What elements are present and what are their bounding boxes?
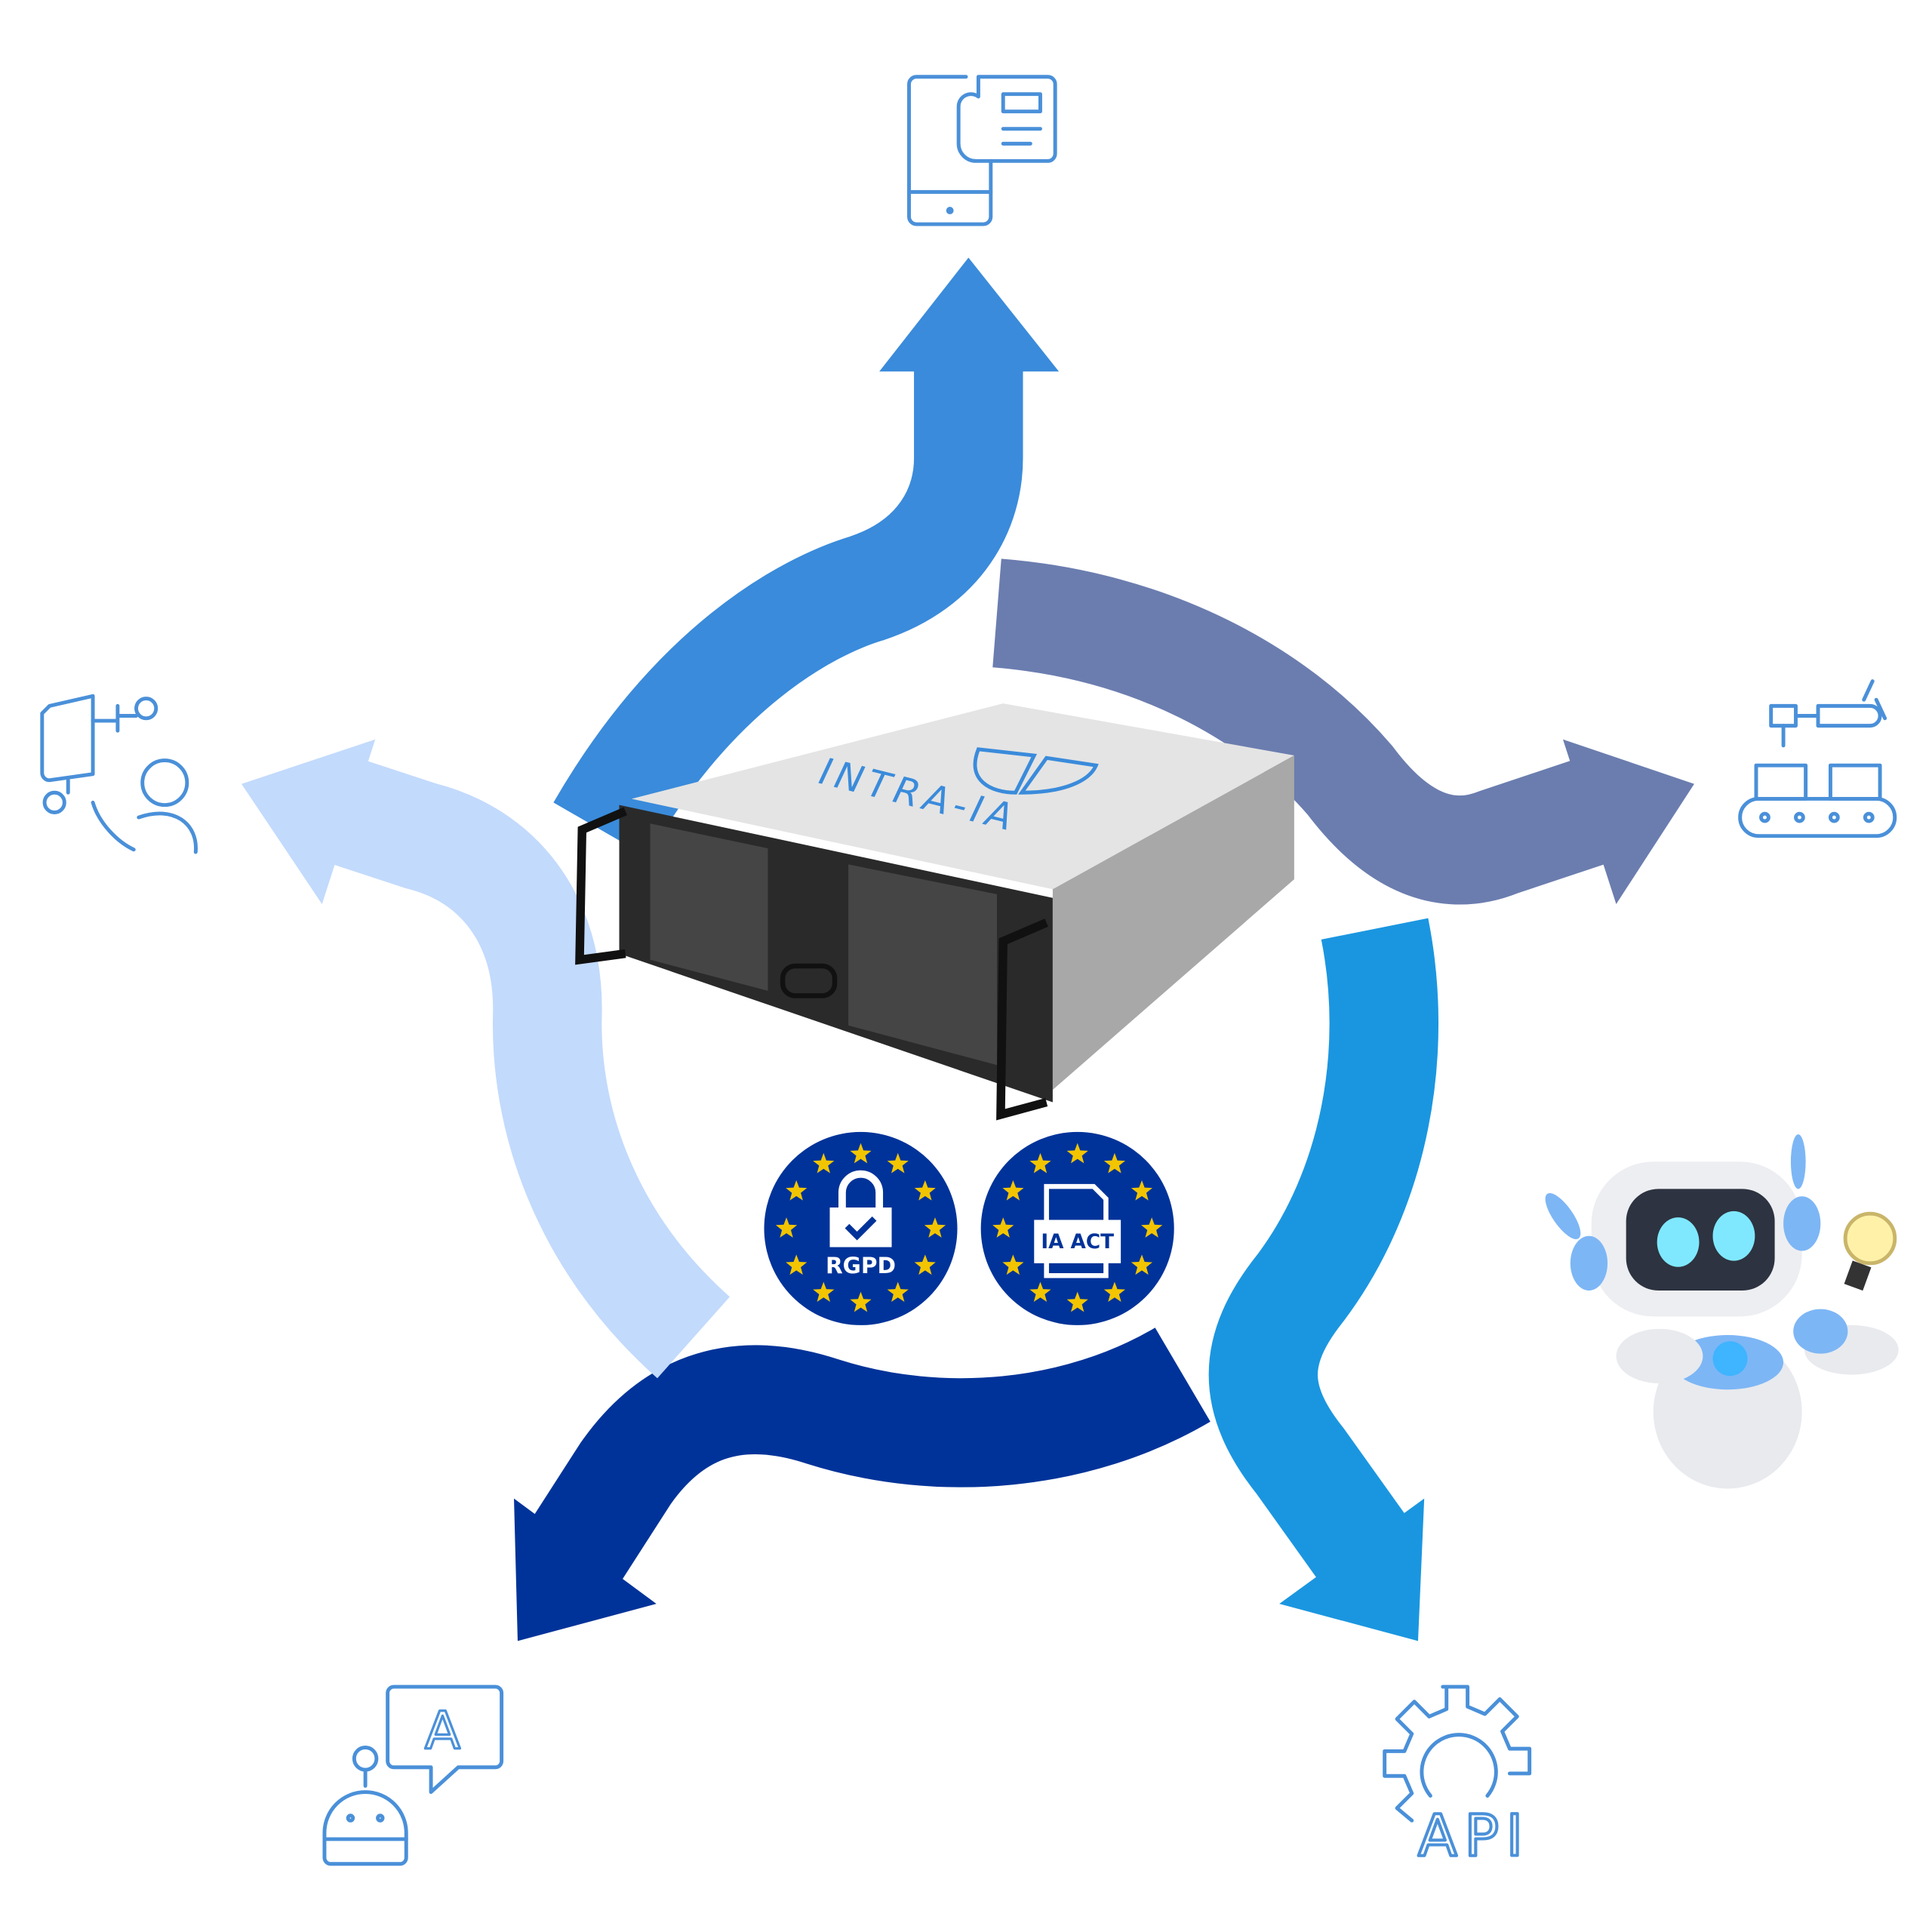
robotic-arm-conveyor-icon [1738, 679, 1897, 838]
eu-star-icon [1103, 1152, 1126, 1174]
eu-star-icon [813, 1152, 835, 1174]
arrow-right [992, 558, 1694, 905]
shield-logo-icon [973, 747, 1099, 795]
eu-star-icon [1103, 1281, 1126, 1303]
eu-star-icon [813, 1281, 835, 1303]
arrow-top [553, 257, 1060, 857]
eu-star-icon [1002, 1180, 1024, 1201]
eu-star-icon [775, 1217, 798, 1238]
mobile-document-icon [907, 75, 1057, 226]
eu-star-icon [786, 1254, 808, 1275]
arrow-left [242, 739, 731, 1379]
badge-ia-act: IA ACT [980, 1131, 1174, 1325]
surveillance-person-icon [40, 694, 198, 854]
padlock-check-icon [838, 1170, 884, 1208]
badge-rgpd-label: RGPD [826, 1253, 896, 1278]
eu-star-icon [887, 1281, 909, 1303]
gear-api-icon: API [1383, 1684, 1532, 1870]
eu-star-icon [992, 1217, 1014, 1238]
eu-star-icon [786, 1180, 808, 1201]
chatbot-translation-icon: A [322, 1684, 504, 1866]
eu-star-icon [1002, 1254, 1024, 1275]
arrow-lower-right [1208, 918, 1439, 1641]
eu-star-icon [1131, 1254, 1152, 1275]
eu-star-icon [850, 1291, 872, 1312]
eu-star-icon [914, 1254, 936, 1275]
eu-star-icon [1029, 1281, 1051, 1303]
lightbulb-icon [1843, 1211, 1897, 1266]
eu-star-icon [1131, 1180, 1152, 1201]
eu-star-icon [1066, 1291, 1088, 1312]
chat-letter: A [425, 1701, 460, 1761]
badge-ia-act-label: IA ACT [1041, 1231, 1114, 1254]
eu-star-icon [914, 1180, 936, 1201]
badge-rgpd: RGPD [764, 1131, 958, 1325]
arrow-bottom [514, 1327, 1211, 1641]
eu-star-icon [924, 1217, 946, 1238]
robot-with-lightbulb-icon [1545, 1134, 1899, 1489]
api-label: API [1418, 1802, 1531, 1869]
eu-star-icon [1066, 1143, 1088, 1164]
eu-star-icon [1029, 1152, 1051, 1174]
server-chassis: INTRA-IA [575, 703, 1294, 1121]
eu-star-icon [850, 1143, 872, 1164]
eu-star-icon [887, 1152, 909, 1174]
eu-star-icon [1141, 1217, 1163, 1238]
